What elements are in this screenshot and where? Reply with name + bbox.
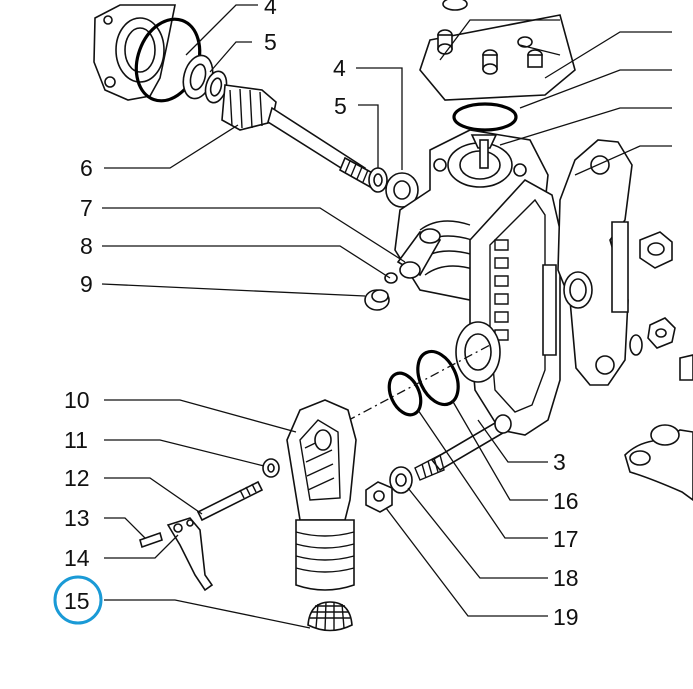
leader-lines (101, 4, 672, 629)
label-11: 11 (64, 427, 88, 453)
chain-link (624, 424, 693, 501)
o-ring-17 (387, 371, 423, 417)
port-ring (455, 321, 501, 383)
label-4-top: 4 (264, 0, 277, 19)
piston-shaft (221, 84, 380, 190)
assembly-axis (329, 344, 491, 431)
valve-plate (419, 0, 576, 101)
label-18: 18 (553, 565, 579, 591)
label-5-mid: 5 (334, 93, 347, 119)
filter-strainer-15 (307, 601, 353, 632)
o-ring-plate (452, 102, 518, 132)
highlight-circle-15 (53, 575, 103, 625)
washers-top (182, 54, 228, 104)
flange-housing (93, 4, 176, 101)
label-16: 16 (553, 488, 579, 514)
mounting-bracket (557, 139, 633, 386)
label-17: 17 (553, 526, 579, 552)
nut-19 (365, 481, 393, 513)
label-10: 10 (64, 387, 90, 413)
label-12: 12 (64, 465, 90, 491)
washer-18 (389, 466, 413, 494)
label-8: 8 (80, 233, 93, 259)
pin-shaft-12 (196, 480, 264, 522)
label-19: 19 (553, 604, 579, 630)
washers-mid (368, 167, 419, 208)
washer-11 (262, 458, 280, 478)
suction-body (286, 399, 357, 591)
label-14: 14 (64, 545, 90, 571)
lever-14 (166, 517, 214, 592)
nuts-right (629, 231, 693, 381)
o-ring-16 (416, 349, 460, 407)
label-13: 13 (64, 505, 90, 531)
label-7: 7 (80, 195, 93, 221)
label-5-top: 5 (264, 29, 277, 55)
pin-13 (139, 531, 163, 549)
cap-9 (364, 289, 390, 311)
label-4-mid: 4 (333, 55, 346, 81)
label-9: 9 (80, 271, 93, 297)
stud-3 (414, 414, 512, 481)
label-15: 15 (64, 588, 90, 614)
valve-cage (384, 228, 442, 284)
label-3: 3 (553, 449, 566, 475)
label-6: 6 (80, 155, 93, 181)
